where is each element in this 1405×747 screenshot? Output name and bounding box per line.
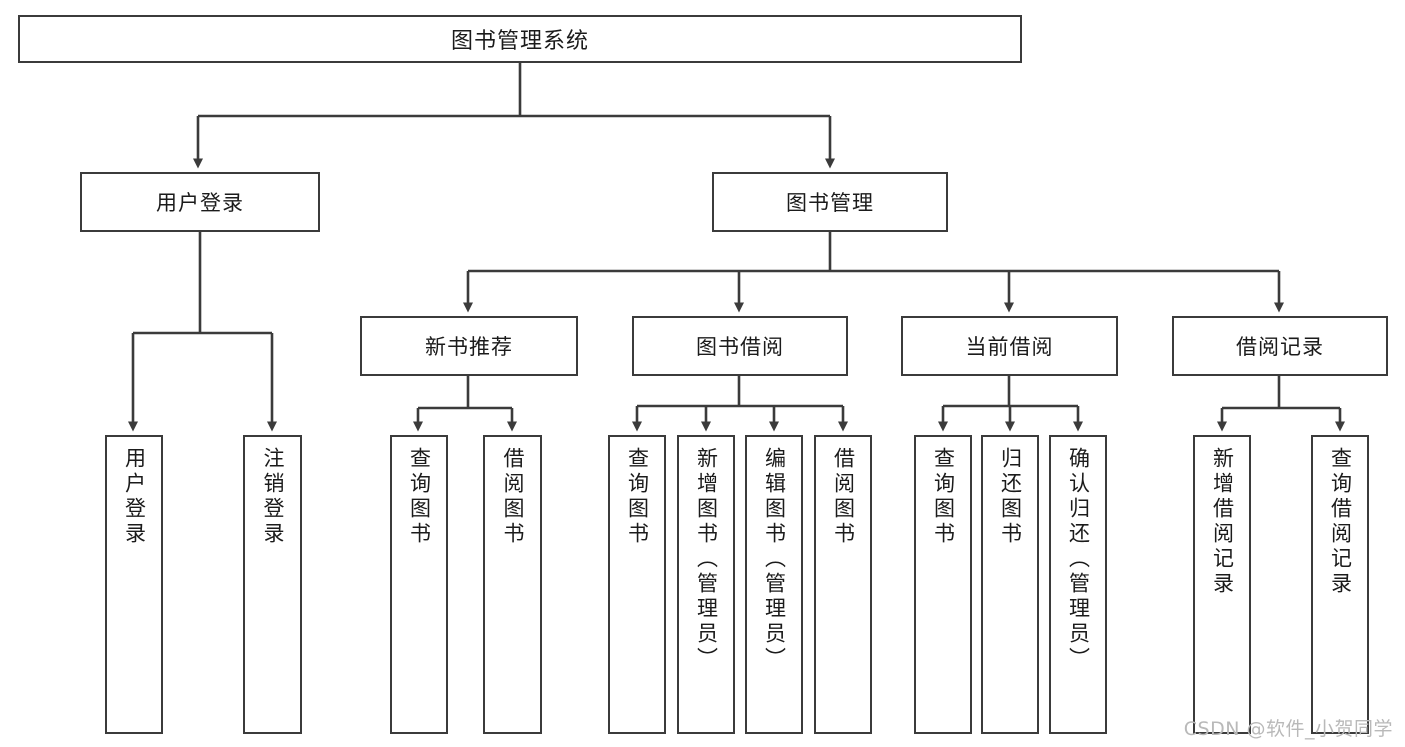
leaf-user-login-label: 用户登录 <box>122 447 147 547</box>
watermark: CSDN @软件_小贺同学 <box>1183 718 1393 740</box>
node-root-label: 图书管理系统 <box>450 29 589 54</box>
node-new-book-recommend-label: 新书推荐 <box>425 335 513 359</box>
leaf-edit-book-admin-label: 编辑图书（管理员） <box>762 447 787 672</box>
leaf-borrow-book-rec[interactable]: 借阅图书 <box>483 435 542 734</box>
leaf-query-book-rec-label: 查询图书 <box>407 447 432 547</box>
leaf-borrow-book-rec-label: 借阅图书 <box>501 447 525 547</box>
node-root[interactable]: 图书管理系统 <box>18 15 1022 63</box>
node-user-login-label: 用户登录 <box>156 191 244 215</box>
leaf-user-login[interactable]: 用户登录 <box>105 435 163 734</box>
leaf-query-book-borrow-label: 查询图书 <box>625 447 650 547</box>
leaf-query-book-current-label: 查询图书 <box>931 447 956 547</box>
node-book-management-label: 图书管理 <box>786 191 874 215</box>
leaf-query-book-rec[interactable]: 查询图书 <box>390 435 448 734</box>
node-book-management[interactable]: 图书管理 <box>712 172 948 232</box>
leaf-add-book-admin[interactable]: 新增图书（管理员） <box>677 435 735 734</box>
leaf-add-book-admin-label: 新增图书（管理员） <box>694 447 719 672</box>
leaf-logout[interactable]: 注销登录 <box>243 435 302 734</box>
leaf-edit-book-admin[interactable]: 编辑图书（管理员） <box>745 435 803 734</box>
node-borrow-record-label: 借阅记录 <box>1236 335 1324 359</box>
leaf-borrow-book-label: 借阅图书 <box>831 447 856 547</box>
node-new-book-recommend[interactable]: 新书推荐 <box>360 316 578 376</box>
node-current-borrow[interactable]: 当前借阅 <box>901 316 1118 376</box>
leaf-confirm-return-admin-label: 确认归还（管理员） <box>1066 447 1091 672</box>
leaf-query-borrow-record-label: 查询借阅记录 <box>1328 447 1353 597</box>
leaf-confirm-return-admin[interactable]: 确认归还（管理员） <box>1049 435 1107 734</box>
leaf-return-book-label: 归还图书 <box>998 447 1023 547</box>
leaf-query-book-borrow[interactable]: 查询图书 <box>608 435 666 734</box>
node-book-borrow-label: 图书借阅 <box>696 335 784 359</box>
leaf-return-book[interactable]: 归还图书 <box>981 435 1039 734</box>
leaf-query-book-current[interactable]: 查询图书 <box>914 435 972 734</box>
node-book-borrow[interactable]: 图书借阅 <box>632 316 848 376</box>
node-current-borrow-label: 当前借阅 <box>965 335 1054 359</box>
leaf-query-borrow-record[interactable]: 查询借阅记录 <box>1311 435 1369 734</box>
node-borrow-record[interactable]: 借阅记录 <box>1172 316 1388 376</box>
leaf-borrow-book[interactable]: 借阅图书 <box>814 435 872 734</box>
node-user-login[interactable]: 用户登录 <box>80 172 320 232</box>
leaf-logout-label: 注销登录 <box>261 447 285 547</box>
leaf-add-borrow-record-label: 新增借阅记录 <box>1210 447 1235 597</box>
leaf-add-borrow-record[interactable]: 新增借阅记录 <box>1193 435 1251 734</box>
